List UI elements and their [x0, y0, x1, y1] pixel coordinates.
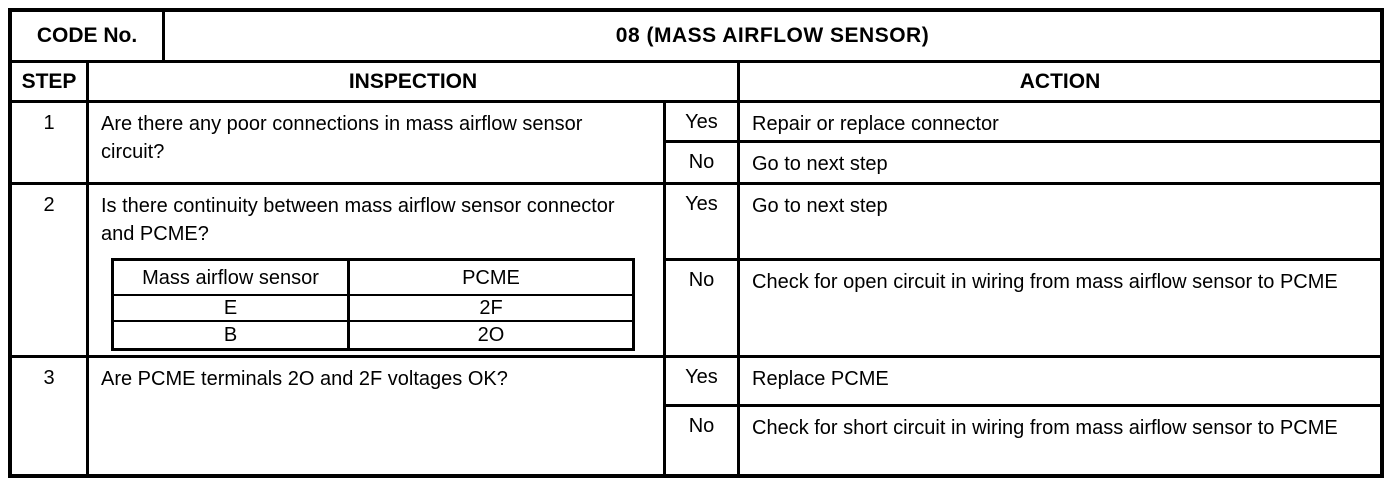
outcome-no: No Go to next step	[666, 143, 1380, 182]
code-value-title: 08 (MASS AIRFLOW SENSOR)	[615, 24, 930, 47]
code-no-label: CODE No.	[12, 12, 165, 60]
terminal-pcme-value: 2F	[479, 297, 503, 319]
terminal-table-header-pcme: PCME	[462, 266, 520, 289]
terminal-table-row: E 2F	[114, 296, 632, 322]
action-text: Check for open circuit in wiring from ma…	[752, 271, 1338, 293]
step-rows-container: 1 Are there any poor connections in mass…	[12, 103, 1380, 474]
action-text: Go to next step	[752, 153, 888, 175]
terminal-continuity-table: Mass airflow sensor PCME E 2F B 2O	[111, 258, 635, 351]
outcome-no: No Check for open circuit in wiring from…	[666, 261, 1380, 355]
trouble-code-diagnostic-table: CODE No. 08 (MASS AIRFLOW SENSOR) STEP I…	[8, 8, 1384, 478]
action-text: Go to next step	[752, 195, 888, 217]
column-header-inspection: INSPECTION	[89, 63, 740, 100]
answer-label: No	[666, 261, 740, 355]
terminal-table-header-sensor: Mass airflow sensor	[114, 261, 350, 294]
step-number: 3	[12, 358, 89, 474]
outcome-yes: Yes Replace PCME	[666, 358, 1380, 407]
column-header-step: STEP	[12, 63, 89, 100]
terminal-table-header-row: Mass airflow sensor PCME	[114, 261, 632, 296]
terminal-table-row: B 2O	[114, 322, 632, 348]
step-number: 2	[12, 185, 89, 355]
answer-label: Yes	[666, 185, 740, 258]
inspection-question: Is there continuity between mass airflow…	[89, 185, 666, 355]
column-header-row: STEP INSPECTION ACTION	[12, 63, 1380, 103]
answer-label: Yes	[666, 358, 740, 404]
action-text: Repair or replace connector	[752, 113, 999, 135]
answer-label: No	[666, 143, 740, 182]
column-header-action: ACTION	[1019, 69, 1101, 93]
action-text: Check for short circuit in wiring from m…	[752, 417, 1338, 439]
step-row-3: 3 Are PCME terminals 2O and 2F voltages …	[12, 358, 1380, 474]
terminal-sensor-value: B	[114, 322, 350, 348]
step-number: 1	[12, 103, 89, 182]
code-title-row: CODE No. 08 (MASS AIRFLOW SENSOR)	[12, 12, 1380, 63]
outcome-yes: Yes Repair or replace connector	[666, 103, 1380, 143]
outcomes: Yes Repair or replace connector No Go to…	[666, 103, 1380, 182]
inspection-question: Are there any poor connections in mass a…	[89, 103, 666, 182]
outcomes: Yes Replace PCME No Check for short circ…	[666, 358, 1380, 474]
answer-label: Yes	[666, 103, 740, 140]
answer-label: No	[666, 407, 740, 474]
outcomes: Yes Go to next step No Check for open ci…	[666, 185, 1380, 355]
inspection-question-text: Is there continuity between mass airflow…	[101, 195, 615, 245]
terminal-sensor-value: E	[114, 296, 350, 320]
step-row-1: 1 Are there any poor connections in mass…	[12, 103, 1380, 185]
step-row-2: 2 Is there continuity between mass airfl…	[12, 185, 1380, 358]
inspection-question: Are PCME terminals 2O and 2F voltages OK…	[89, 358, 666, 474]
action-text: Replace PCME	[752, 368, 889, 390]
terminal-pcme-value: 2O	[477, 324, 505, 346]
outcome-yes: Yes Go to next step	[666, 185, 1380, 261]
outcome-no: No Check for short circuit in wiring fro…	[666, 407, 1380, 474]
